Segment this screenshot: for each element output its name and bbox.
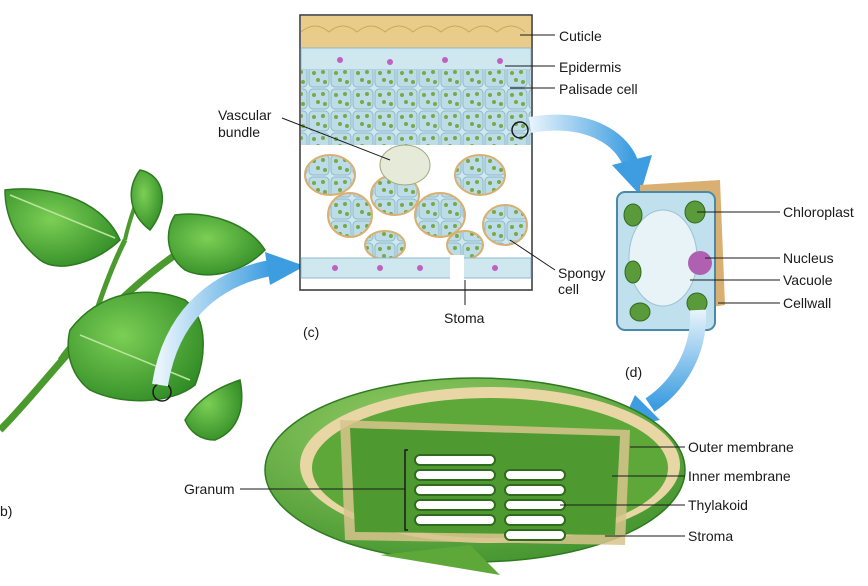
- chloroplast-leader-lines: [240, 446, 685, 537]
- leaf-cross-section: [299, 14, 533, 291]
- arrow-leaf-to-section: [152, 252, 305, 387]
- label-stoma: Stoma: [444, 310, 485, 326]
- leaf-top-small: [130, 169, 164, 232]
- label-cellwall: Cellwall: [783, 295, 832, 311]
- label-vascular: Vascular: [218, 107, 272, 123]
- arrow-section-to-cell: [528, 114, 652, 195]
- leaf-right: [167, 213, 266, 276]
- plant-cell: [616, 180, 725, 331]
- label-panel-d: (d): [625, 364, 643, 380]
- label-spongy-cell: cell: [558, 281, 580, 297]
- label-granum: Granum: [184, 481, 235, 497]
- label-chloroplast: Chloroplast: [783, 204, 854, 220]
- label-thylakoid: Thylakoid: [688, 497, 748, 513]
- leaf-main-bottom: [67, 291, 204, 402]
- chloroplast-3d: [264, 377, 686, 575]
- label-spongy: Spongy: [558, 265, 606, 281]
- label-nucleus: Nucleus: [783, 250, 834, 266]
- label-palisade-cell: Palisade cell: [559, 81, 638, 97]
- label-panel-b: b): [0, 503, 13, 519]
- cell-sample-circle: [511, 121, 529, 139]
- label-cuticle: Cuticle: [559, 28, 602, 44]
- leaf-lower-small: [184, 379, 243, 441]
- label-stroma: Stroma: [688, 528, 734, 544]
- label-epidermis: Epidermis: [559, 59, 622, 75]
- label-panel-c: (c): [303, 324, 320, 340]
- label-outer-membrane: Outer membrane: [688, 439, 794, 455]
- label-vacuole: Vacuole: [783, 272, 833, 288]
- cell-leader-lines: [690, 211, 780, 304]
- leaf-top-left: [4, 188, 121, 267]
- section-leader-lines: [281, 34, 556, 305]
- label-bundle: bundle: [218, 124, 261, 140]
- label-inner-membrane: Inner membrane: [688, 468, 791, 484]
